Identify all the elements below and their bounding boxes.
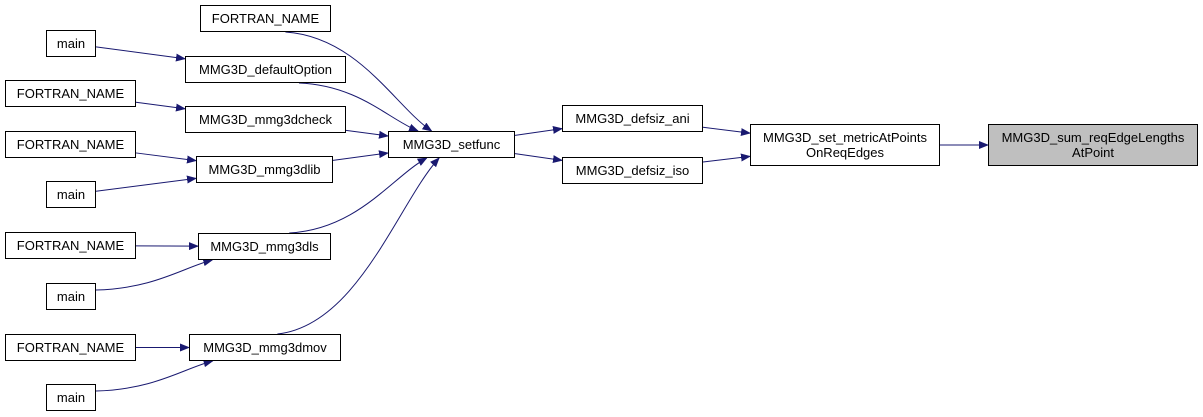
- call-edge-mmg3dls-to-setfunc: [289, 157, 428, 234]
- node-label: FORTRAN_NAME: [16, 340, 125, 355]
- node-label-line: MMG3D_set_metricAtPoints: [763, 130, 927, 145]
- call-edge-mmg3dmov-to-setfunc: [277, 157, 440, 335]
- node-fortran-name[interactable]: FORTRAN_NAME: [5, 80, 136, 107]
- node-label: MMG3D_defsiz_iso: [575, 163, 690, 178]
- node-mmg3d-mmg3dls[interactable]: MMG3D_mmg3dls: [198, 233, 331, 260]
- node-label: FORTRAN_NAME: [211, 11, 320, 26]
- node-fortran-name[interactable]: FORTRAN_NAME: [5, 334, 136, 361]
- call-edge-defsiz_ani-to-set_metric: [702, 126, 751, 137]
- node-fortran-name[interactable]: FORTRAN_NAME: [5, 232, 136, 259]
- node-main[interactable]: main: [46, 283, 96, 310]
- node-main[interactable]: main: [46, 384, 96, 411]
- node-label: MMG3D_setfunc: [402, 137, 501, 152]
- node-label: MMG3D_defaultOption: [199, 62, 332, 77]
- node-fortran-name[interactable]: FORTRAN_NAME: [200, 5, 331, 32]
- node-label-line: OnReqEdges: [805, 145, 885, 160]
- node-main[interactable]: main: [46, 181, 96, 208]
- call-edge-fortran_2-to-mmg3dcheck: [135, 101, 186, 112]
- node-label-line: AtPoint: [1072, 145, 1114, 160]
- node-mmg3d-defsiz-ani[interactable]: MMG3D_defsiz_ani: [562, 105, 703, 132]
- call-edge-fortran_top-to-setfunc: [285, 31, 433, 132]
- node-label: FORTRAN_NAME: [16, 238, 125, 253]
- call-edge-fortran_3-to-mmg3dlib: [135, 152, 197, 164]
- node-label-line: MMG3D_sum_reqEdgeLengths: [1001, 130, 1185, 145]
- call-edge-default_option-to-setfunc: [298, 82, 419, 132]
- node-label: MMG3D_mmg3dmov: [203, 340, 327, 355]
- node-mmg3d-setfunc[interactable]: MMG3D_setfunc: [388, 131, 515, 158]
- node-label: FORTRAN_NAME: [16, 137, 125, 152]
- node-mmg3d-sum-reqedgelengths-atpoint: MMG3D_sum_reqEdgeLengths AtPoint: [988, 124, 1198, 166]
- node-label: MMG3D_mmg3dcheck: [199, 112, 332, 127]
- node-mmg3d-mmg3dlib[interactable]: MMG3D_mmg3dlib: [196, 156, 333, 183]
- node-fortran-name[interactable]: FORTRAN_NAME: [5, 131, 136, 158]
- node-label: MMG3D_mmg3dls: [210, 239, 319, 254]
- call-edge-main_3-to-mmg3dls: [95, 258, 214, 291]
- call-edge-main_2-to-mmg3dlib: [95, 175, 197, 192]
- call-edge-mmg3dlib-to-setfunc: [332, 150, 389, 161]
- node-label: main: [56, 289, 86, 304]
- node-label: main: [56, 187, 86, 202]
- node-mmg3d-set-metricatpoints-onreqedges[interactable]: MMG3D_set_metricAtPoints OnReqEdges: [750, 124, 940, 166]
- node-label: MMG3D_defsiz_ani: [575, 111, 690, 126]
- call-edge-main_1-to-default_option: [95, 46, 186, 62]
- node-label: main: [56, 390, 86, 405]
- node-mmg3d-mmg3dcheck[interactable]: MMG3D_mmg3dcheck: [185, 106, 346, 133]
- call-edge-main_4-to-mmg3dmov: [95, 359, 214, 392]
- call-edge-mmg3dcheck-to-setfunc: [345, 129, 389, 139]
- node-main[interactable]: main: [46, 30, 96, 57]
- node-label: FORTRAN_NAME: [16, 86, 125, 101]
- call-edge-setfunc-to-defsiz_ani: [514, 125, 563, 136]
- call-edge-defsiz_iso-to-set_metric: [702, 153, 751, 163]
- node-mmg3d-mmg3dmov[interactable]: MMG3D_mmg3dmov: [189, 334, 341, 361]
- call-edge-setfunc-to-defsiz_iso: [514, 153, 563, 164]
- node-mmg3d-defsiz-iso[interactable]: MMG3D_defsiz_iso: [562, 157, 703, 184]
- node-mmg3d-defaultoption[interactable]: MMG3D_defaultOption: [185, 56, 346, 83]
- node-label: MMG3D_mmg3dlib: [208, 162, 321, 177]
- node-label: main: [56, 36, 86, 51]
